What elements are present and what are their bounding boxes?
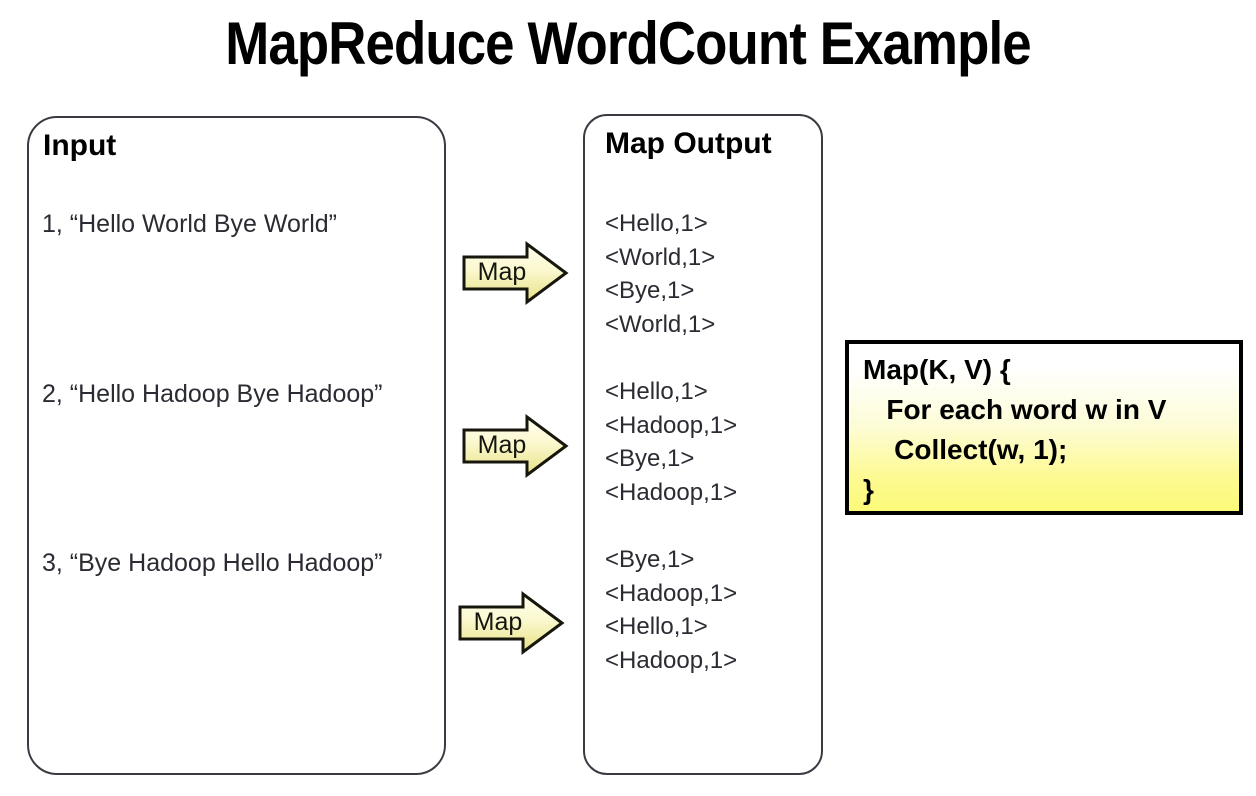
input-panel: Input 1, “Hello World Bye World” 2, “Hel… [27,116,446,775]
map-output-group: <Hello,1> <Hadoop,1> <Bye,1> <Hadoop,1> [605,375,737,509]
map-arrow-2: Map [461,414,569,478]
key-value-pair: <Hadoop,1> [605,646,738,674]
key-value-pair: <World,1> [605,310,716,338]
map-arrow-1: Map [461,241,569,305]
code-line: } [863,474,874,505]
input-line: 3, “Bye Hadoop Hello Hadoop” [42,549,383,577]
map-arrow-label: Map [477,258,527,286]
input-line: 2, “Hello Hadoop Bye Hadoop” [42,380,383,408]
map-output-panel: Map Output <Hello,1> <World,1> <Bye,1> <… [583,114,823,775]
map-output-group: <Bye,1> <Hadoop,1> <Hello,1> <Hadoop,1> [605,543,737,677]
key-value-pair: <Hello,1> [605,613,708,640]
map-arrow-label: Map [477,431,527,459]
key-value-pair: <Bye,1> [605,445,695,472]
map-output-group: <Hello,1> <World,1> <Bye,1> <World,1> [605,207,715,341]
right-arrow-icon [462,241,569,305]
right-arrow-icon [458,591,565,655]
key-value-pair: <Hadoop,1> [605,411,738,439]
key-value-pair: <Hello,1> [605,210,708,237]
input-panel-heading: Input [43,129,117,162]
right-arrow-icon [462,414,569,478]
key-value-pair: <Hello,1> [605,378,708,405]
page-title: MapReduce WordCount Example [225,10,1031,77]
map-arrow-3: Map [457,591,565,655]
key-value-pair: <Hadoop,1> [605,478,738,506]
key-value-pair: <World,1> [605,243,716,271]
map-pseudocode-box: Map(K, V) { For each word w in V Collect… [845,340,1243,515]
key-value-pair: <Hadoop,1> [605,579,738,607]
key-value-pair: <Bye,1> [605,546,695,573]
map-arrow-label: Map [473,608,523,636]
code-line: Map(K, V) { [863,354,1011,385]
code-line: For each word w in V [863,394,1167,425]
code-line: Collect(w, 1); [863,434,1068,465]
input-line: 1, “Hello World Bye World” [42,210,337,238]
map-output-panel-heading: Map Output [605,127,772,160]
key-value-pair: <Bye,1> [605,277,695,304]
